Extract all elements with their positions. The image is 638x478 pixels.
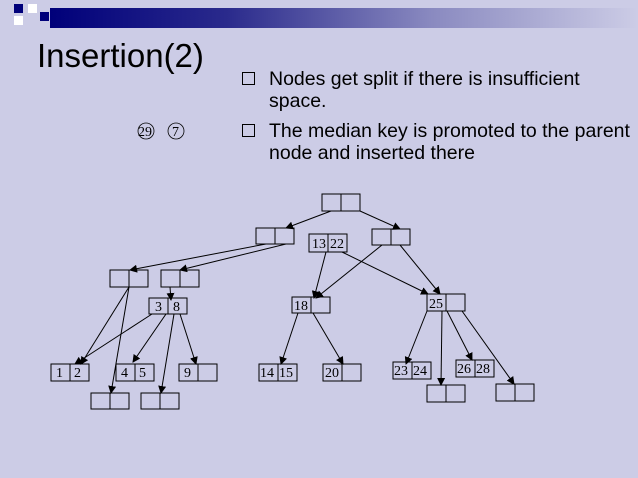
- slide-title: Insertion(2): [37, 37, 204, 74]
- key-18: 18: [294, 299, 308, 314]
- edge-g: [80, 286, 130, 365]
- key-3: 3: [155, 300, 162, 315]
- bullet-square-icon: [242, 124, 255, 137]
- edge-e: [315, 244, 383, 299]
- edge-s: [461, 310, 515, 385]
- bullet-square-icon: [242, 72, 255, 85]
- bullet-1-text: Nodes get split if there is insufficient…: [269, 68, 580, 112]
- top-decoration-bar: [50, 8, 638, 28]
- key-24: 24: [413, 364, 427, 379]
- edge-f: [399, 244, 441, 295]
- edge-j: [74, 313, 153, 365]
- deco-square-3: [40, 12, 49, 21]
- key-25: 25: [429, 297, 443, 312]
- deco-square-1: [14, 4, 23, 13]
- key-13: 13: [312, 237, 326, 252]
- key-5: 5: [139, 366, 146, 381]
- edge-n: [279, 312, 299, 365]
- edge-p: [404, 310, 428, 365]
- key-14: 14: [260, 366, 274, 381]
- bullet-2-text: The median key is promoted to the parent…: [269, 120, 630, 164]
- key-2: 2: [74, 366, 81, 381]
- node-keys: 13 22 3 8 18 25 1 2 4 5 9 14 15 20 23 24…: [56, 237, 490, 381]
- svg-text:29: 29: [138, 125, 152, 140]
- edge-o: [312, 312, 344, 365]
- edge-m: [179, 313, 198, 365]
- floating-key-29: 29: [137, 122, 155, 140]
- tree-nodes: [50, 193, 535, 410]
- edge-root-left: [285, 210, 332, 230]
- deco-square-5: [26, 22, 35, 31]
- floating-key-7: 7: [167, 122, 185, 140]
- edge-k: [132, 313, 167, 363]
- key-23: 23: [394, 364, 408, 379]
- edge-a: [129, 243, 267, 273]
- key-9: 9: [184, 366, 191, 381]
- key-1: 1: [56, 366, 63, 381]
- key-4: 4: [121, 366, 128, 381]
- edge-q: [437, 310, 446, 386]
- edge-d: [341, 251, 429, 295]
- key-8: 8: [173, 300, 180, 315]
- key-22: 22: [330, 237, 344, 252]
- deco-square-2: [28, 4, 37, 13]
- key-28: 28: [476, 362, 490, 377]
- tree-edges: [74, 210, 515, 394]
- edge-b: [179, 243, 287, 273]
- edge-r: [446, 310, 473, 361]
- key-26: 26: [457, 362, 471, 377]
- edge-h: [108, 286, 130, 394]
- edge-root-right: [359, 210, 401, 230]
- key-15: 15: [279, 366, 293, 381]
- edge-c: [311, 251, 327, 299]
- edge-l: [158, 313, 175, 394]
- key-20: 20: [325, 366, 339, 381]
- svg-text:7: 7: [172, 125, 179, 140]
- deco-square-4: [14, 16, 23, 25]
